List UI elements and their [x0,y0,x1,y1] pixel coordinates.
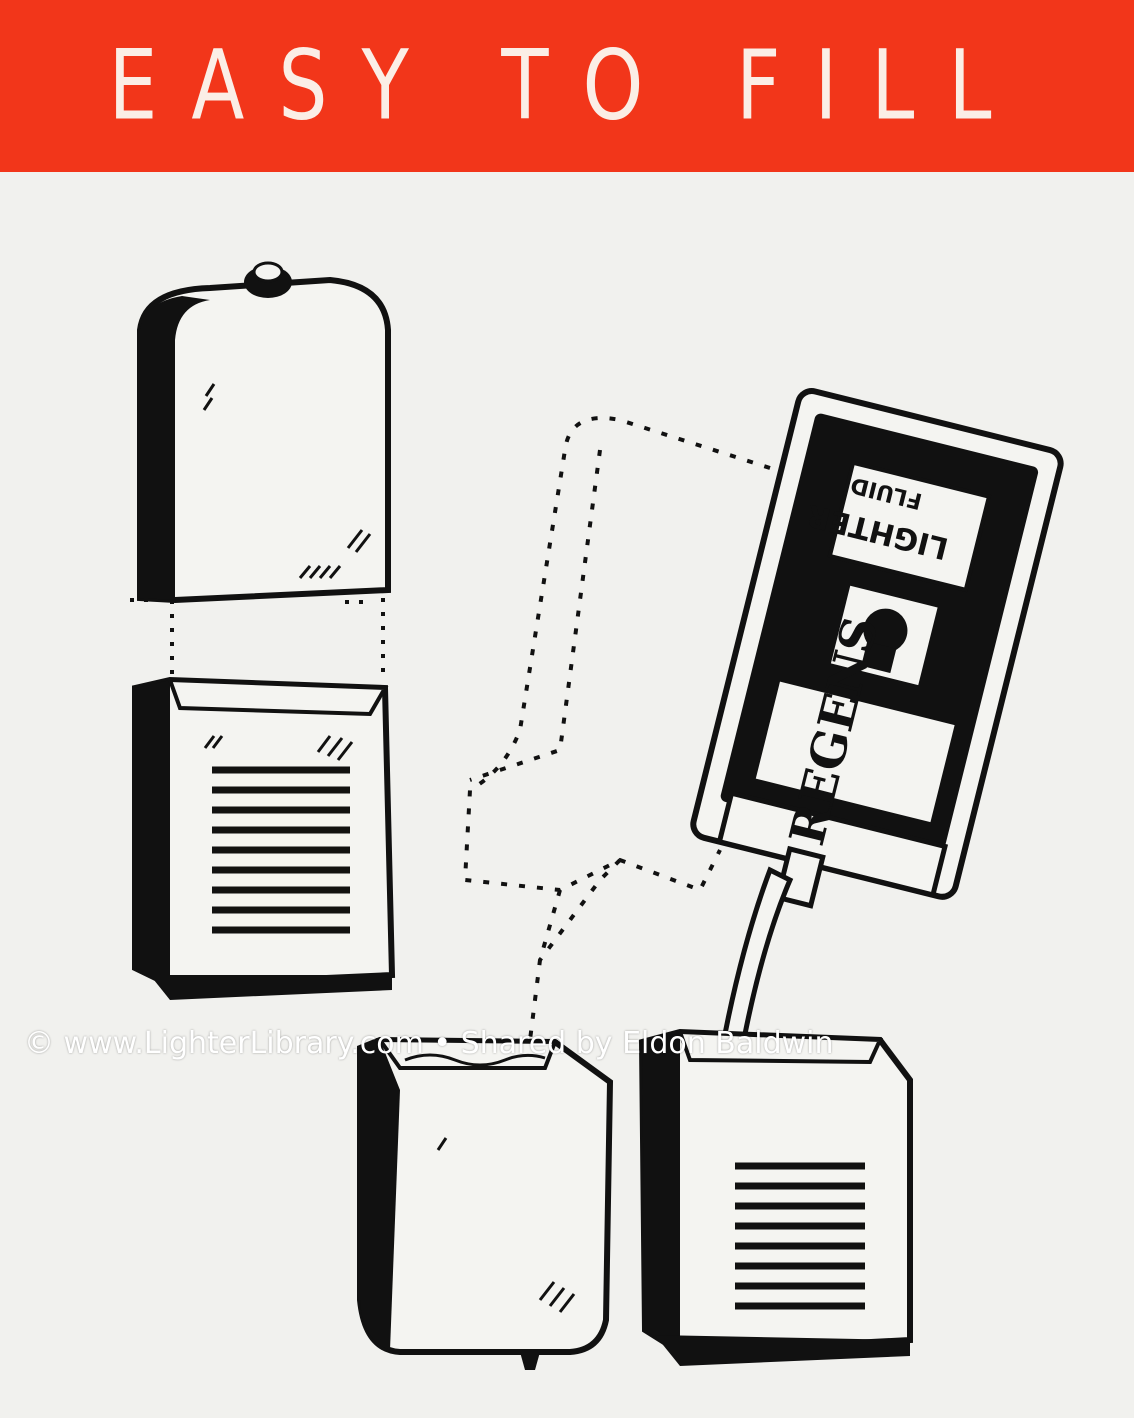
lion-emblem-icon [830,585,938,686]
fluid-can-icon [690,388,1064,909]
header-banner [0,0,1134,172]
page-title: EASY TO FILL [108,30,1026,142]
watermark: © www.LighterLibrary.com • Shared by Eld… [24,1026,834,1061]
lighter-case-filled-icon [638,1028,913,1366]
lighter-insert-icon [132,676,396,1000]
lighter-case-empty-icon [357,1036,614,1370]
lighter-top-icon [137,261,391,604]
